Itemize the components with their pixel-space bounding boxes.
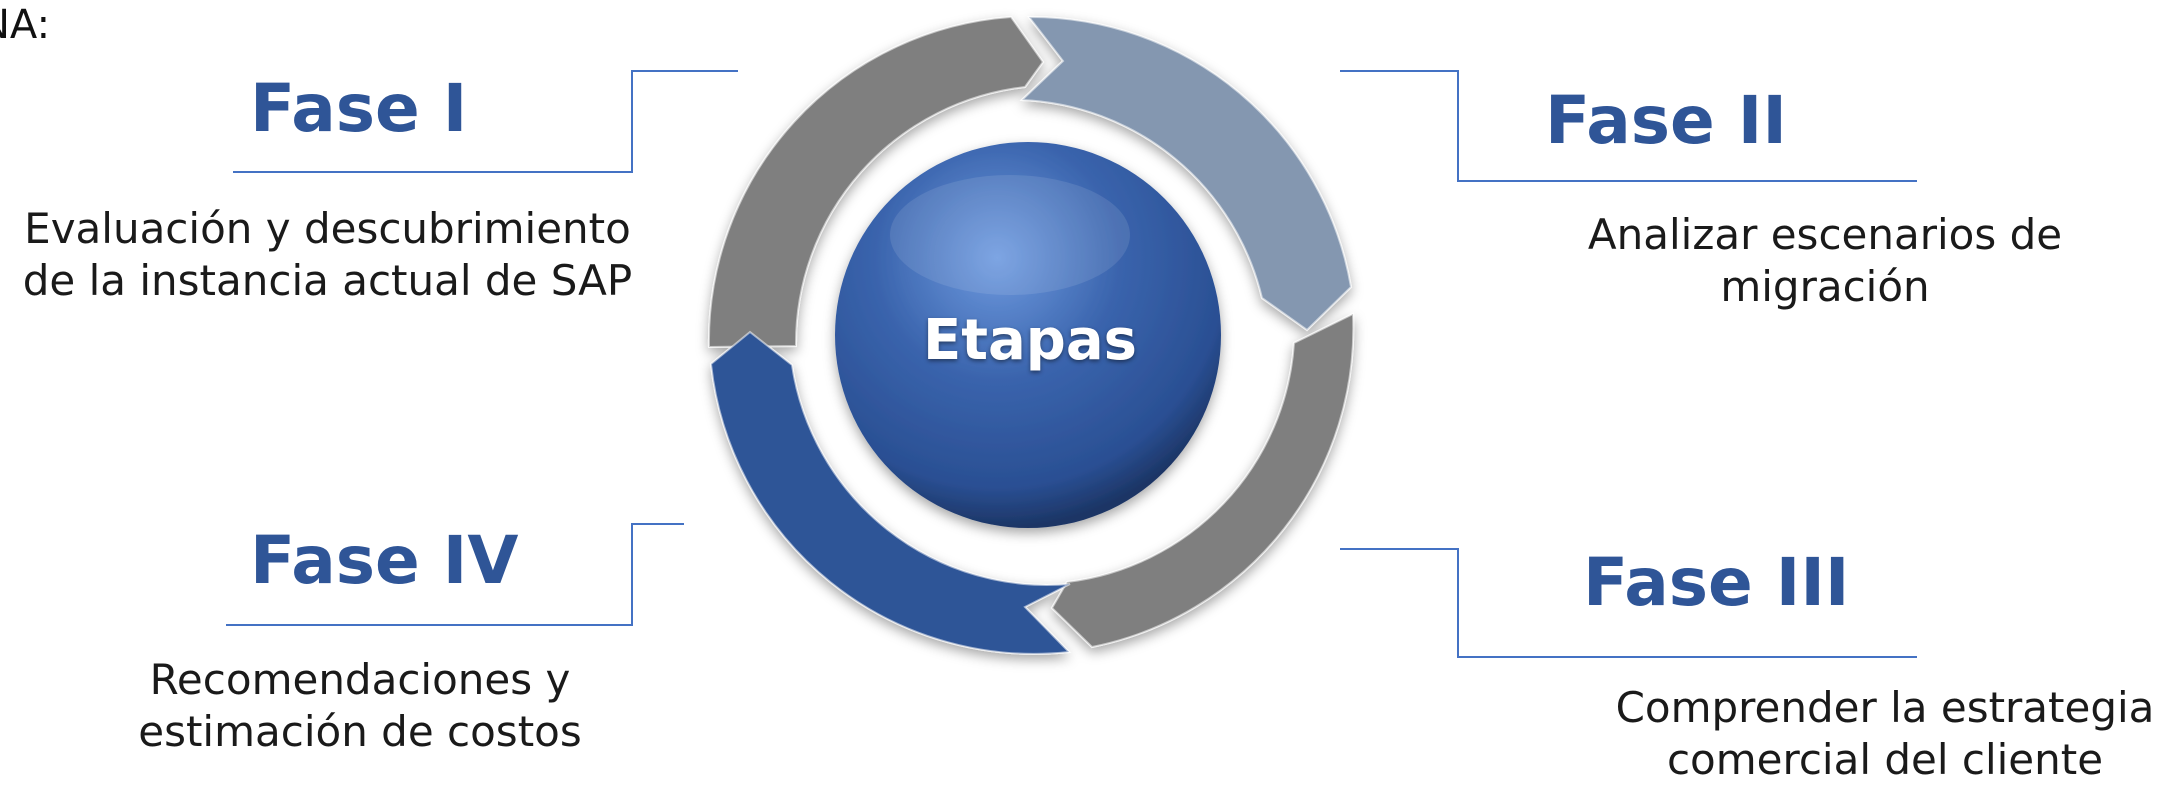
fase-4-line-2: estimación de costos bbox=[138, 707, 582, 756]
fase-2-line-2: migración bbox=[1720, 262, 1930, 311]
fase-3-description: Comprender la estrategia comercial del c… bbox=[1600, 682, 2170, 786]
center-circle-highlight bbox=[890, 175, 1130, 295]
cycle-arrow-top-left bbox=[707, 15, 1045, 349]
fase-2-title: Fase II bbox=[1545, 82, 1787, 159]
fase-2-line-1: Analizar escenarios de bbox=[1587, 210, 2063, 259]
connector-lines bbox=[226, 70, 1917, 658]
fase-4-line-1: Recomendaciones y bbox=[149, 655, 571, 704]
fase-3-title: Fase III bbox=[1583, 544, 1850, 621]
fase-4-description: Recomendaciones y estimación de costos bbox=[100, 654, 620, 758]
connector-fase-4 bbox=[226, 523, 684, 626]
cycle-arrow-top-right bbox=[1019, 15, 1353, 332]
fase-2-description: Analizar escenarios de migración bbox=[1560, 209, 2090, 313]
connector-fase-3 bbox=[1340, 548, 1917, 658]
connector-fase-2 bbox=[1340, 70, 1917, 182]
fase-1-description: Evaluación y descubrimiento de la instan… bbox=[0, 203, 655, 307]
center-circle bbox=[835, 142, 1221, 528]
center-label: Etapas bbox=[922, 308, 1138, 373]
cycle-arrow-bottom-right bbox=[1050, 312, 1355, 649]
cycle-arrow-bottom-left bbox=[709, 330, 1072, 655]
fase-1-line-2: de la instancia actual de SAP bbox=[22, 256, 633, 305]
fase-1-line-1: Evaluación y descubrimiento bbox=[24, 204, 631, 253]
fase-4-title: Fase IV bbox=[250, 522, 519, 599]
fase-1-title: Fase I bbox=[250, 70, 468, 147]
page-fragment-text: NA: bbox=[0, 2, 51, 48]
fase-3-line-2: comercial del cliente bbox=[1666, 735, 2104, 784]
fase-3-line-1: Comprender la estrategia bbox=[1615, 683, 2155, 732]
connector-fase-1 bbox=[233, 70, 738, 173]
